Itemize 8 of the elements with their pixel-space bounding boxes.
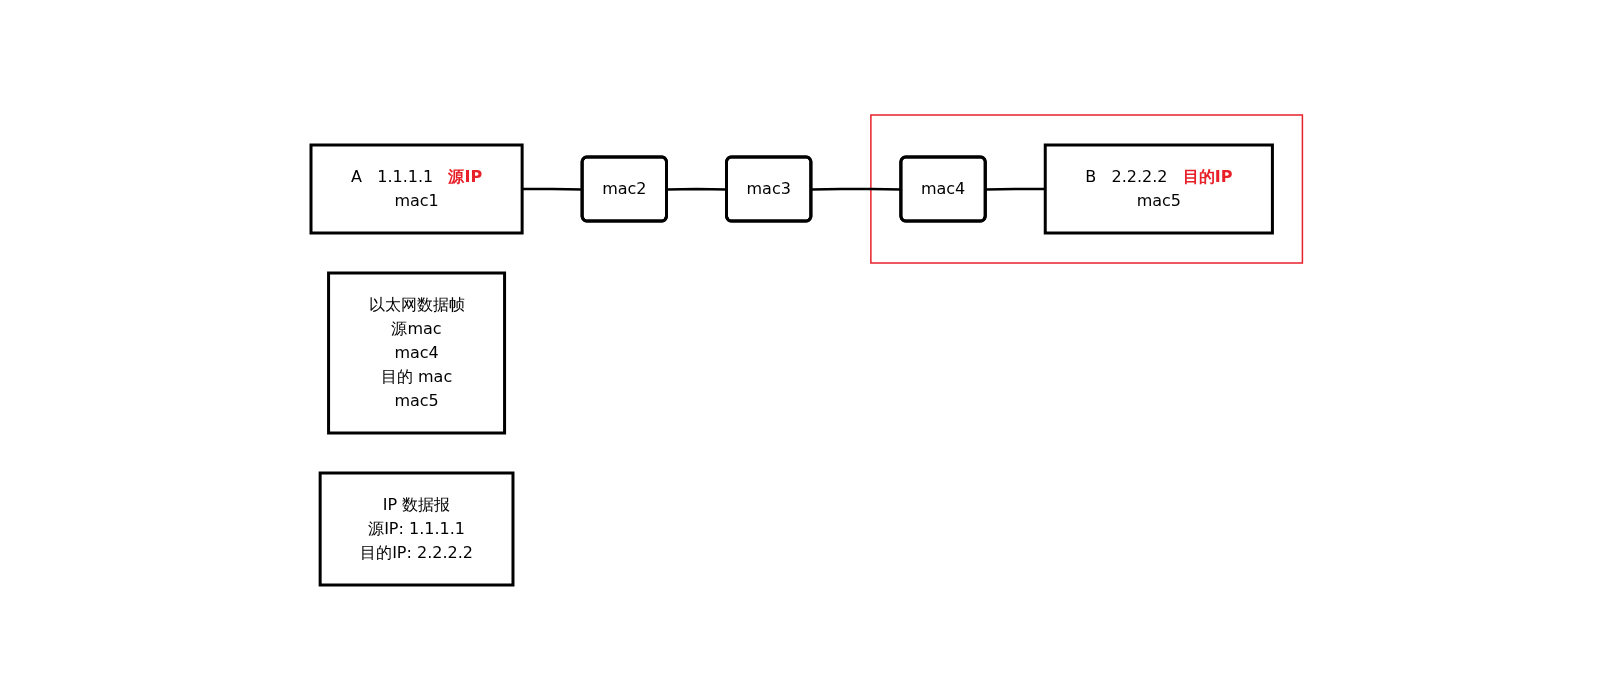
node-box: IP 数据报 源IP: 1.1.1.1 目的IP: 2.2.2.2 [318, 471, 515, 586]
connector [811, 187, 902, 191]
connector [522, 187, 583, 191]
node-box: B 2.2.2.2 目的IP mac5 [1044, 143, 1275, 234]
node-box: A 1.1.1.1 源IP mac1 [309, 143, 524, 234]
cluster [870, 113, 1304, 264]
connector [986, 187, 1046, 191]
node-box: 以太网数据帧 源mac mac4 目的 mac mac5 [327, 271, 507, 434]
